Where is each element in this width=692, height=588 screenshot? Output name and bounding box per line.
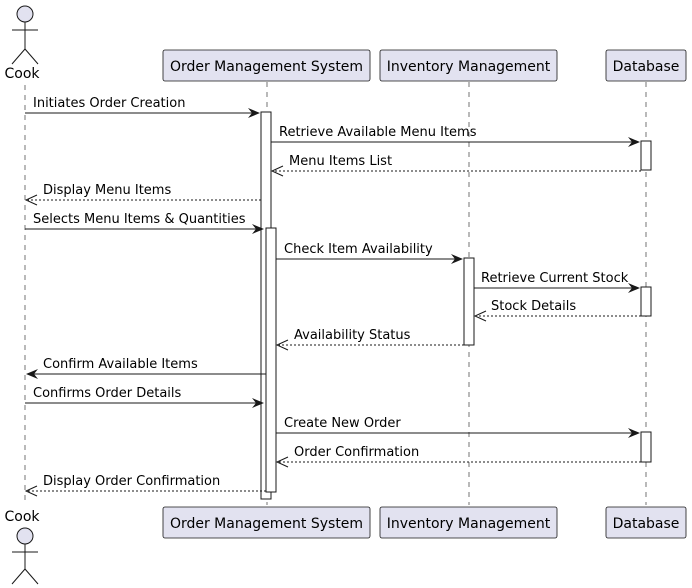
message-label: Stock Details	[491, 299, 576, 314]
message-initiates-order-creation: Initiates Order Creation	[25, 96, 260, 118]
participant-label: Database	[613, 59, 680, 75]
activation-bar-oms-inner	[265, 227, 277, 493]
participant-oms-bottom: Order Management System	[162, 506, 371, 539]
message-display-menu-items: Display Menu Items	[24, 183, 261, 206]
participant-label: Order Management System	[170, 516, 363, 532]
message-label: Confirms Order Details	[33, 386, 182, 401]
activation-bar-db-1	[640, 140, 652, 171]
message-label: Create New Order	[284, 416, 401, 431]
message-label: Availability Status	[294, 328, 411, 343]
message-check-item-availability: Check Item Availability	[276, 242, 463, 264]
message-label: Retrieve Current Stock	[481, 271, 629, 286]
message-label: Menu Items List	[289, 154, 392, 169]
participant-database-top: Database	[605, 49, 687, 82]
actor-cook-bottom: Cook	[4, 509, 40, 585]
message-label: Selects Menu Items & Quantities	[33, 212, 246, 227]
message-label: Display Menu Items	[43, 183, 171, 198]
activation-bar-inventory	[463, 257, 475, 346]
message-retrieve-current-stock: Retrieve Current Stock	[474, 271, 640, 293]
activation-bar-db-2	[640, 286, 652, 317]
message-display-order-confirmation: Display Order Confirmation	[24, 474, 266, 497]
participant-label: Inventory Management	[387, 516, 551, 532]
participant-inventory-top: Inventory Management	[379, 49, 558, 82]
message-confirm-available-items: Confirm Available Items	[26, 357, 266, 379]
message-retrieve-available-menu-items: Retrieve Available Menu Items	[271, 125, 640, 147]
participant-label: Order Management System	[170, 59, 363, 75]
message-stock-details: Stock Details	[473, 299, 641, 322]
message-selects-menu-items-quantities: Selects Menu Items & Quantities	[25, 212, 264, 234]
messages: Initiates Order Creation Retrieve Availa…	[24, 96, 641, 497]
message-label: Display Order Confirmation	[43, 474, 220, 489]
message-label: Check Item Availability	[284, 242, 433, 257]
activation-bars	[260, 111, 652, 500]
activation-bar-db-3	[640, 431, 652, 463]
message-label: Retrieve Available Menu Items	[279, 125, 477, 140]
participant-label: Database	[613, 516, 680, 532]
message-label: Initiates Order Creation	[33, 96, 185, 111]
lifelines	[24, 82, 647, 505]
actor-cook-top: Cook	[4, 5, 40, 82]
actor-label-bottom: Cook	[4, 509, 40, 525]
message-create-new-order: Create New Order	[276, 416, 640, 438]
participant-inventory-bottom: Inventory Management	[379, 506, 558, 539]
message-order-confirmation: Order Confirmation	[275, 445, 641, 468]
message-menu-items-list: Menu Items List	[270, 154, 641, 177]
message-label: Confirm Available Items	[43, 357, 198, 372]
actor-figure-icon	[11, 5, 39, 65]
participant-oms-top: Order Management System	[162, 49, 371, 82]
message-confirms-order-details: Confirms Order Details	[25, 386, 264, 408]
actor-label-top: Cook	[4, 66, 40, 82]
message-label: Order Confirmation	[294, 445, 419, 460]
actor-figure-icon	[11, 527, 39, 585]
message-availability-status: Availability Status	[275, 328, 464, 351]
participant-database-bottom: Database	[605, 506, 687, 539]
participant-label: Inventory Management	[387, 59, 551, 75]
